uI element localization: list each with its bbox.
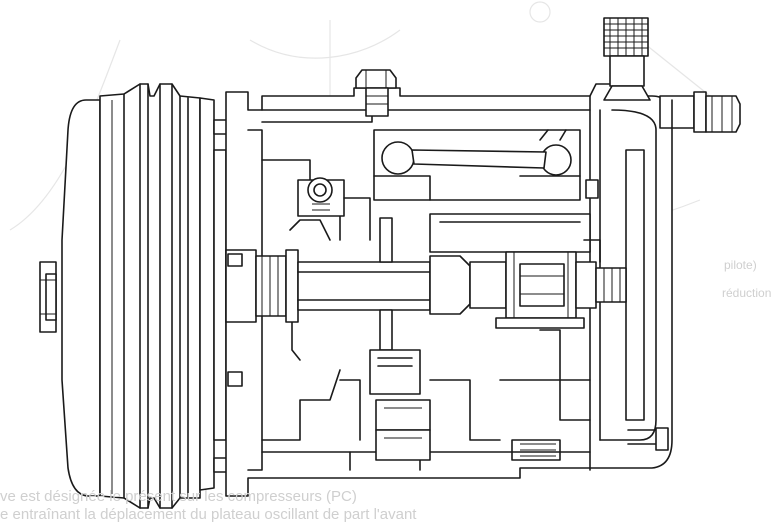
drive-shaft [225, 213, 591, 351]
top-bolt [355, 69, 397, 117]
service-valve [603, 17, 741, 133]
housing-bolts [227, 179, 599, 387]
bleed-text-line-1: ve est désignée le présent sur les compr… [0, 488, 357, 505]
rear-bearing [469, 239, 627, 329]
bleed-text-side-2: réduction [722, 286, 772, 300]
lower-cylinder [339, 329, 591, 461]
connecting-rod [373, 129, 581, 201]
pulley [39, 83, 201, 509]
bleed-text-line-2: e entraînant la déplacement du plateau o… [0, 506, 417, 523]
side-plug [297, 177, 371, 241]
bleed-text-side-1: pilote) [724, 258, 757, 272]
